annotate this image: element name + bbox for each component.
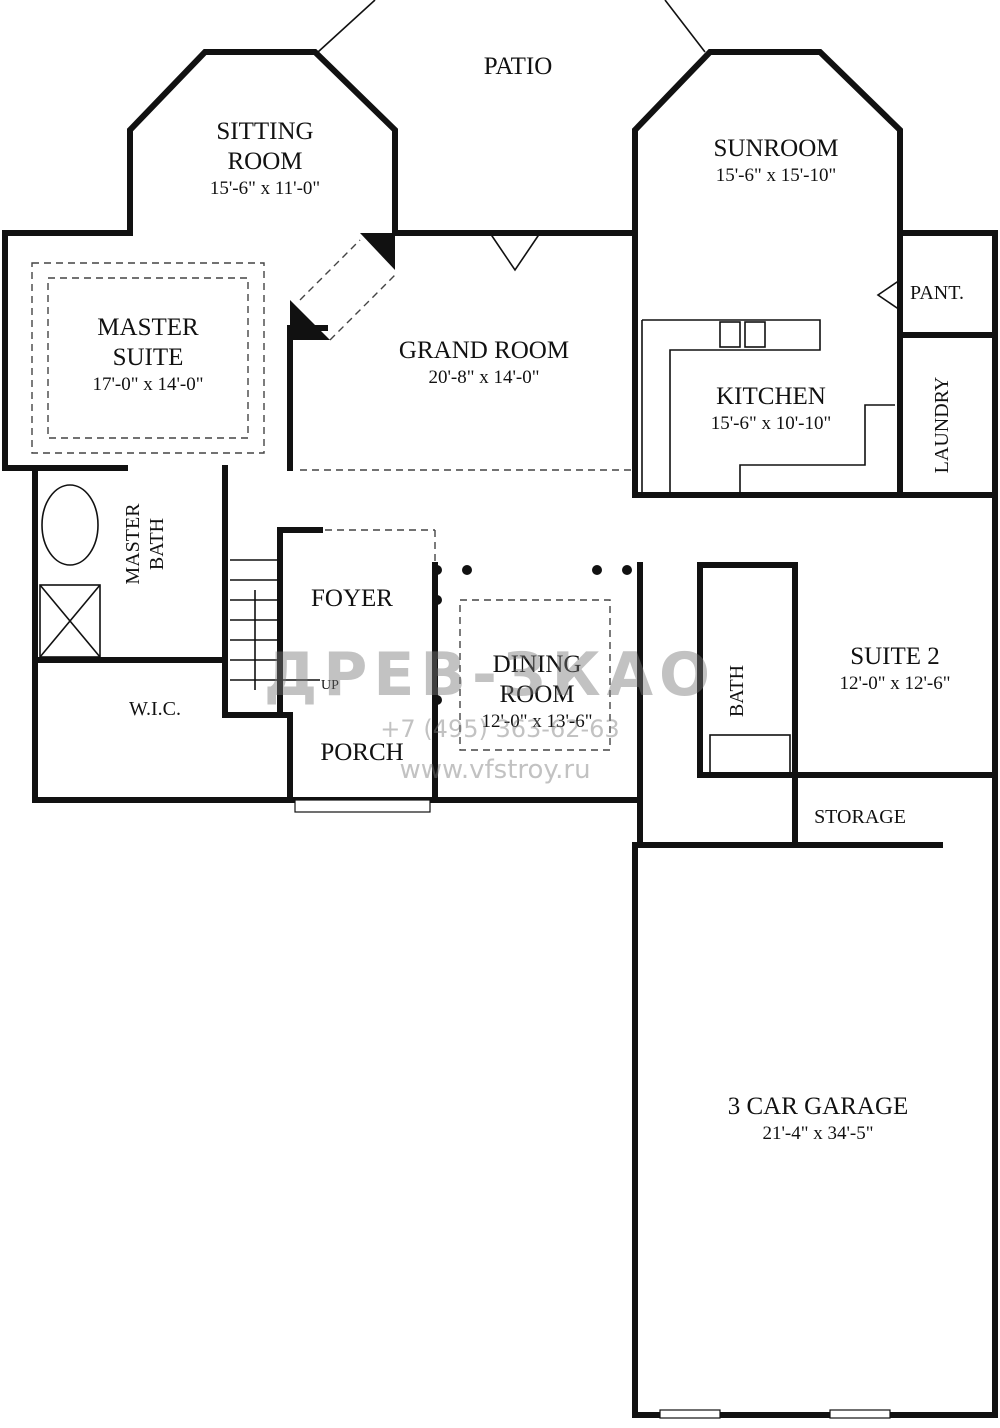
patio-outline [317,0,376,53]
door-swing [876,279,901,311]
room-label-master-bath: MASTER BATH [122,503,168,585]
wall [287,325,328,471]
door-swing [489,232,541,272]
room-label-foyer: FOYER [311,585,393,612]
kitchen-counter [739,404,895,495]
garage-wall [632,772,998,1418]
watermark-phone: +7 (495) 363-62-63 [380,715,620,743]
wall [897,230,998,498]
stair-up-label: UP [321,678,339,693]
room-label-bath: BATH [726,664,748,718]
columns [432,565,632,705]
fireplace [290,300,330,340]
bathtub [41,484,99,566]
wall [697,492,998,778]
room-label-storage: STORAGE [814,806,906,828]
patio-outline [664,0,706,53]
window [829,1409,891,1419]
tray-ceiling [31,262,265,454]
watermark-logo: ДРЕВ-ЗКАО [263,640,717,710]
watermark-url: www.vfstroy.ru [399,755,591,785]
tray-ceiling [459,599,611,751]
fireplace [360,233,395,270]
room-label-pantry: PANT. [910,282,964,304]
sunroom-wall [632,49,903,233]
room-label-wic: W.I.C. [128,698,182,720]
bathtub [709,734,791,774]
room-label-patio: PATIO [483,53,553,80]
wall [222,465,438,803]
tray-ceiling [47,277,249,439]
wall [632,230,903,498]
kitchen-counter [642,319,821,495]
window [294,799,431,813]
window [659,1409,721,1419]
room-label-laundry: LAUNDRY [931,376,953,474]
shower [39,584,101,658]
staircase [230,559,320,690]
room-label-porch: PORCH [320,739,404,766]
sitting-room-wall [127,49,398,233]
